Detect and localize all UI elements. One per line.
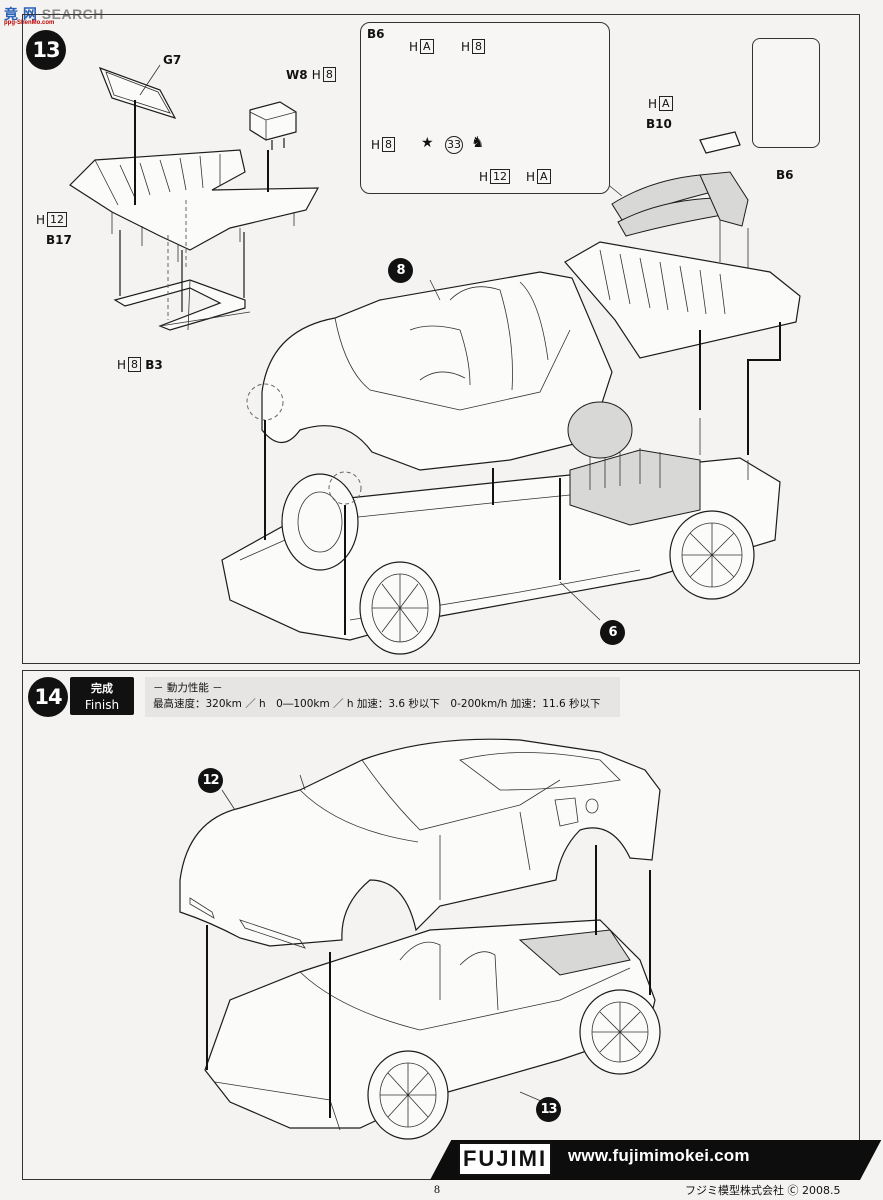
inset-h5: H — [526, 170, 536, 184]
label-w8-h: H — [311, 68, 321, 82]
label-b3-h: H — [117, 358, 127, 372]
step-14-number: 14 — [28, 677, 68, 717]
label-w8-code: 8 — [322, 67, 336, 82]
step-13-panel — [22, 14, 860, 664]
fujimi-logo: FUJIMI — [458, 1142, 552, 1176]
finish-badge-jp: 完成 — [91, 682, 113, 695]
inset-h4: H — [479, 170, 489, 184]
label-b3-text: B3 — [145, 358, 163, 372]
label-b10-h: H — [648, 97, 658, 111]
inset-title: B6 — [367, 27, 385, 41]
inset-h1: H — [409, 40, 419, 54]
label-b17-h: H — [36, 213, 46, 227]
inset-c2: 8 — [472, 39, 486, 54]
callout-12: 12 — [198, 768, 223, 793]
watermark-sub: ppg-ShenMo.com — [4, 20, 55, 26]
finish-badge-en: Finish — [84, 698, 120, 712]
performance-title: － 動力性能 － — [153, 682, 223, 694]
floor-pan-step13 — [221, 401, 781, 655]
fujimi-logo-text: FUJIMI — [462, 1146, 548, 1171]
inset-c5: A — [537, 169, 551, 184]
part-w8-illustration — [249, 101, 297, 150]
decal-number: 33 — [445, 136, 463, 154]
label-g7: G7 — [163, 53, 182, 67]
performance-specs: 最高速度：320km ／ h 0―100km ／ h 加速：3.6 秒以下 0-… — [153, 698, 601, 710]
callout-6: 6 — [600, 620, 625, 645]
label-b17-code: 12 — [47, 212, 68, 227]
part-engine-cover-rear — [564, 241, 801, 359]
horse-decal-icon: ♞ — [471, 133, 485, 151]
part-b3-illustration — [113, 200, 251, 331]
callout-8: 8 — [388, 258, 413, 283]
label-w8-text: W8 — [286, 68, 308, 82]
watermark-site: 竟 网 — [4, 6, 38, 22]
label-b6: B6 — [776, 168, 794, 182]
inset-c4: 12 — [490, 169, 511, 184]
callout-13: 13 — [536, 1097, 561, 1122]
finish-badge: 完成 Finish — [70, 677, 134, 715]
chassis-step14 — [204, 919, 661, 1140]
label-b10: B10 — [646, 117, 672, 131]
body-shell-step14 — [179, 738, 661, 949]
copyright: フジミ模型株式会社 Ⓒ 2008.5 — [685, 1184, 841, 1197]
inset-h2: H — [461, 40, 471, 54]
part-b17-illustration — [69, 100, 320, 262]
inset-c3: 8 — [382, 137, 396, 152]
page-number: 8 — [434, 1182, 440, 1196]
chassis-tub-step13 — [261, 271, 613, 471]
performance-box: － 動力性能 － 最高速度：320km ／ h 0―100km ／ h 加速：3… — [145, 677, 620, 717]
footer-url[interactable]: www.fujimimokei.com — [568, 1146, 750, 1165]
label-b17: B17 — [46, 233, 72, 247]
label-b3-code: 8 — [128, 357, 142, 372]
part-g7-illustration — [98, 64, 177, 120]
star-decal-icon: ★ — [421, 135, 434, 151]
part-b6-exhaust — [611, 131, 749, 298]
label-b10-code: A — [659, 96, 673, 111]
inset-c1: A — [420, 39, 434, 54]
inset-h3: H — [371, 138, 381, 152]
step-13-number: 13 — [26, 30, 66, 70]
inset-b10-detail — [752, 38, 820, 148]
